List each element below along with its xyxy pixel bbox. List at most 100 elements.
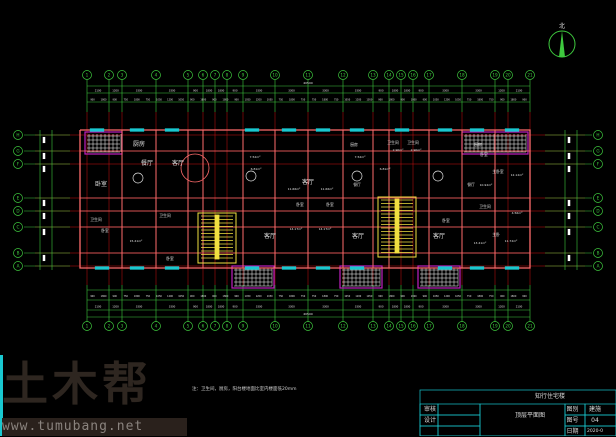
dimension-detail: 750 (124, 99, 129, 102)
axis-number-label: 8 (226, 73, 229, 78)
window (89, 128, 105, 132)
axis-letter-label: A (17, 264, 20, 269)
dimension-detail: 900 (500, 99, 505, 102)
dimension-bay: 1800 (392, 305, 399, 309)
axis-number-label: 15 (398, 324, 404, 329)
project-name: 知行住宅楼 (534, 393, 565, 400)
dimension-text-side (42, 136, 46, 144)
room-label: 餐厅 (467, 182, 475, 187)
axis-bubble (198, 321, 208, 331)
axis-bubble (593, 261, 603, 271)
dimension-detail: 900 (212, 99, 217, 102)
axis-number-label: 7 (214, 324, 217, 329)
dimension-detail: 1800 (322, 295, 328, 298)
dimension-detail: 750 (489, 295, 494, 298)
dimension-bay: 3300 (322, 89, 329, 93)
axis-number-label: 12 (340, 73, 346, 78)
room-label: 卧室 (166, 256, 174, 261)
window (244, 128, 260, 132)
room-area-label: 7.52m² (355, 155, 367, 159)
dimension-detail: 1050 (455, 99, 461, 102)
axis-number-label: 13 (370, 324, 376, 329)
room-label: 厨房 (474, 142, 482, 147)
axis-bubble (338, 70, 348, 80)
dimension-detail: 1800 (134, 295, 140, 298)
room-label: 卫生间 (90, 217, 102, 222)
dimension-bay: 1200 (498, 89, 505, 93)
axis-bubble (503, 321, 513, 331)
spiral-stair-icon (180, 153, 210, 183)
axis-letter-label: H (596, 133, 599, 138)
axis-bubble (593, 193, 603, 203)
number-value: 04 (591, 417, 599, 424)
axis-bubble (13, 222, 23, 232)
room-label: 卧室 (326, 202, 334, 207)
north-label: 北 (559, 22, 565, 30)
room-label: 卫生间 (479, 204, 491, 209)
axis-letter-label: G (596, 149, 599, 154)
axis-letter-label: C (17, 225, 20, 230)
axis-number-label: 10 (272, 324, 278, 329)
room-label: 主卧 (492, 232, 500, 237)
dimension-detail: 900 (522, 99, 527, 102)
room-label: 客厅 (433, 232, 445, 240)
room-label: 卧室 (95, 180, 107, 188)
window (469, 128, 485, 132)
window (394, 128, 410, 132)
room-area-label: 2.90m² (393, 148, 405, 152)
dimension-detail: 900 (212, 295, 217, 298)
dimension-detail: 900 (190, 99, 195, 102)
axis-bubble (593, 206, 603, 216)
axis-number-label: 4 (155, 73, 158, 78)
dimension-detail: 1800 (322, 99, 328, 102)
window (469, 266, 485, 270)
dimension-bay: 3300 (442, 89, 449, 93)
axis-number-label: 1 (86, 73, 89, 78)
drawing-note: 注：卫生间，厨房，阳台楼地面比室内楼面低20mm (192, 387, 297, 392)
dimension-detail: 1800 (134, 99, 140, 102)
room-area-label: 15.41m² (130, 239, 144, 243)
axis-bubble (396, 70, 406, 80)
room-label: 餐厅 (353, 182, 361, 187)
dimension-detail: 750 (467, 295, 472, 298)
dimension-bay: 900 (193, 89, 198, 93)
axis-number-label: 6 (202, 73, 205, 78)
dimension-detail: 1800 (101, 99, 107, 102)
dimension-detail: 1050 (156, 99, 162, 102)
dimension-detail: 750 (334, 295, 339, 298)
dimension-text-side (567, 212, 571, 220)
axis-bubble (490, 70, 500, 80)
date-label: 日期 (566, 428, 579, 435)
axis-bubble (525, 70, 535, 80)
axis-letter-label: F (597, 162, 600, 167)
dimension-detail: 750 (146, 99, 151, 102)
dimension-detail: 1800 (510, 295, 516, 298)
axis-number-label: 17 (426, 324, 432, 329)
dimension-detail: 1800 (223, 99, 229, 102)
exterior-wall (79, 129, 531, 269)
balcony (417, 265, 461, 289)
dimension-detail: 900 (90, 99, 95, 102)
axis-number-label: 11 (305, 73, 311, 78)
axis-bubble (490, 321, 500, 331)
dimension-total: 40500 (303, 81, 313, 85)
dimension-bay: 900 (193, 305, 198, 309)
axis-bubble (13, 130, 23, 140)
dimension-detail: 1050 (455, 295, 461, 298)
axis-number-label: 15 (398, 73, 404, 78)
axis-bubble (117, 70, 127, 80)
axis-bubble (151, 70, 161, 80)
dimension-text-side (567, 136, 571, 144)
axis-bubble (338, 321, 348, 331)
dimension-detail: 1050 (267, 295, 273, 298)
dimension-detail: 1800 (510, 99, 516, 102)
room-label: 客厅 (352, 232, 364, 240)
axis-number-label: 14 (386, 73, 392, 78)
axis-bubble (198, 70, 208, 80)
axis-bubble (82, 321, 92, 331)
dimension-detail: 750 (312, 295, 317, 298)
axis-number-label: 18 (459, 73, 465, 78)
balcony (231, 265, 275, 289)
dimension-bay: 2100 (516, 305, 523, 309)
